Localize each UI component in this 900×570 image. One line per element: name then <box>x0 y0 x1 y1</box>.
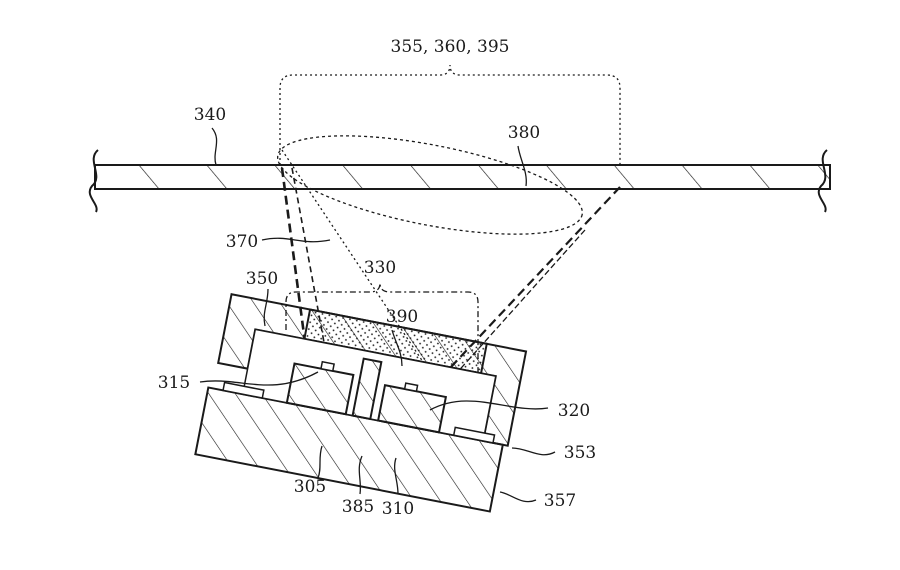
label-357: 357 <box>544 491 576 511</box>
brace-355-360-395 <box>280 65 620 165</box>
label-380: 380 <box>508 123 540 143</box>
label-390: 390 <box>386 307 418 327</box>
label-305: 305 <box>294 477 326 497</box>
label-330: 330 <box>364 258 396 278</box>
label-355-360-395: 355, 360, 395 <box>391 37 510 57</box>
leader-357 <box>500 492 536 502</box>
leader-340 <box>212 128 217 165</box>
sensor-module <box>195 293 526 512</box>
label-310: 310 <box>382 499 414 519</box>
label-370: 370 <box>226 232 258 252</box>
label-315: 315 <box>158 373 190 393</box>
cover-plate <box>90 150 830 212</box>
label-320: 320 <box>558 401 590 421</box>
label-385: 385 <box>342 497 374 517</box>
label-350: 350 <box>246 269 278 289</box>
detector-320 <box>405 383 418 391</box>
emitter-315 <box>321 362 334 371</box>
leader-353 <box>512 448 555 455</box>
leader-370 <box>262 238 330 241</box>
label-353: 353 <box>564 443 596 463</box>
label-340: 340 <box>194 105 226 125</box>
